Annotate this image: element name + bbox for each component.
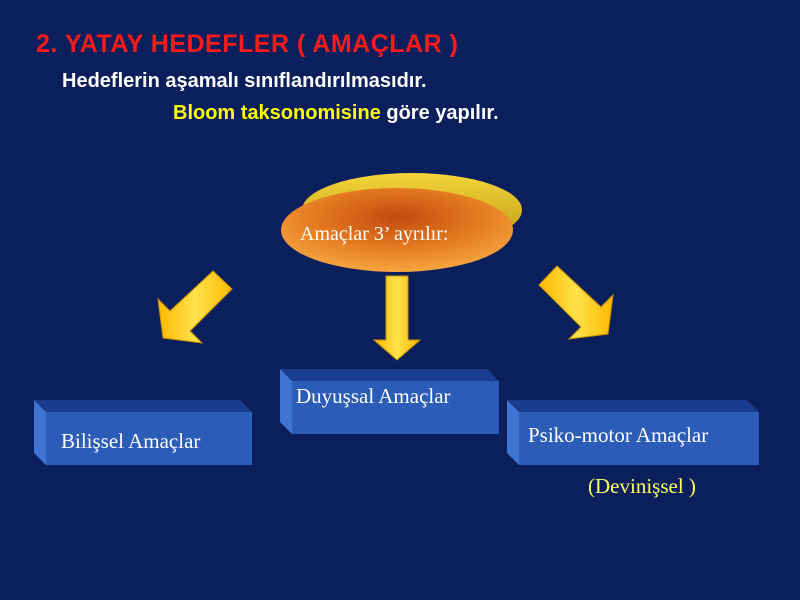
arrow-center <box>372 275 422 361</box>
box-bilissel <box>34 400 252 465</box>
subtitle-line-2: Bloom taksonomisine göre yapılır. <box>173 102 499 125</box>
subtitle-line-1: Hedeflerin aşamalı sınıflandırılmasıdır. <box>62 70 427 92</box>
box-label-duyussal: Duyuşsal Amaçlar <box>296 384 451 408</box>
slide-title: 2. YATAY HEDEFLER ( AMAÇLAR ) <box>36 30 459 58</box>
box-label-bilissel: Bilişsel Amaçlar <box>61 429 201 453</box>
center-oval-label: Amaçlar 3’ ayrılır: <box>300 223 449 245</box>
box-psikomotor <box>507 400 759 465</box>
subtitle-highlight: Bloom taksonomisine <box>173 102 381 124</box>
devinissel-note: (Devinişsel ) <box>588 474 696 498</box>
box-duyussal <box>280 369 499 434</box>
subtitle-rest: göre yapılır. <box>380 102 499 124</box>
box-label-psikomotor: Psiko-motor Amaçlar <box>528 423 709 447</box>
center-oval <box>281 173 522 272</box>
arrow-right <box>538 265 614 340</box>
arrow-left <box>157 270 233 344</box>
